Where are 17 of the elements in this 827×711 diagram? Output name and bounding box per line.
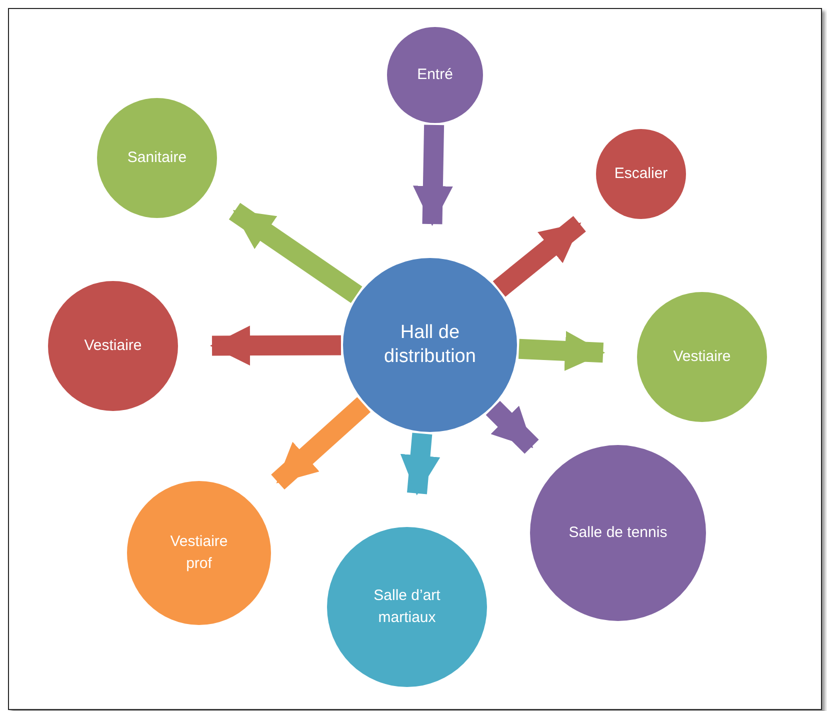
block-arrow [492, 216, 586, 297]
node-label: Vestiaire [672, 347, 732, 368]
block-arrow [271, 397, 371, 490]
node-label: Vestiaire [83, 336, 143, 356]
block-arrow [210, 326, 342, 366]
node-label: Hall de distribution [383, 321, 477, 369]
node-label: Escalier [613, 164, 669, 184]
node-label: Entré [416, 65, 454, 86]
node-label: Sanitaire [126, 148, 188, 168]
block-arrow [400, 432, 440, 496]
block-arrow [412, 124, 453, 226]
block-arrow [518, 330, 606, 371]
node-label: Salle de tennis [568, 523, 668, 544]
node-label: Vestiaire prof [169, 532, 229, 574]
block-arrow [486, 400, 539, 454]
block-arrow [228, 202, 362, 303]
node-label: Salle d’art martiaux [372, 586, 442, 628]
